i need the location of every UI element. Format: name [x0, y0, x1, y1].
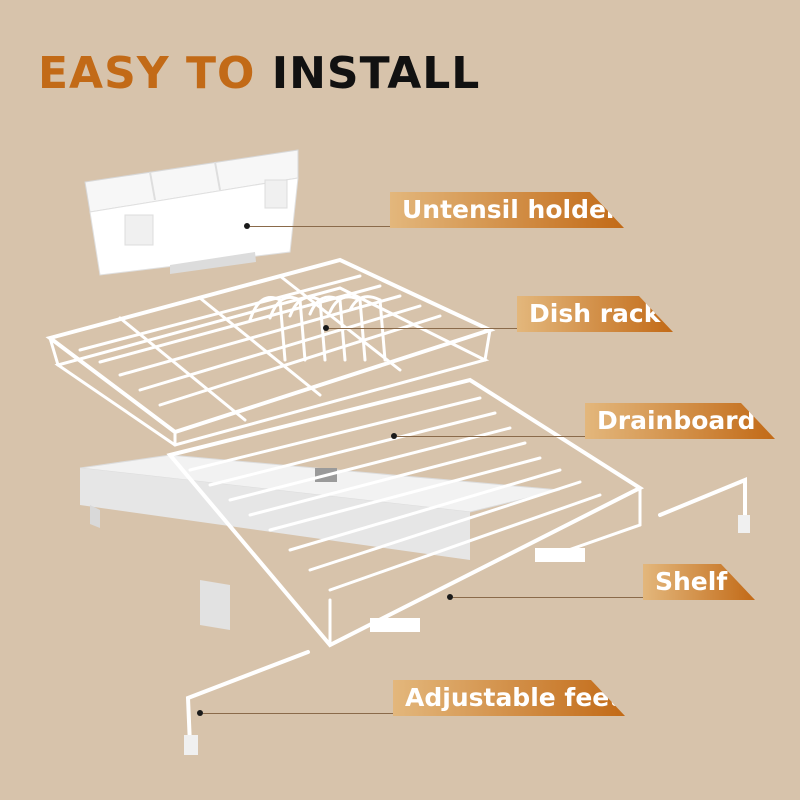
utensil-pointer-dot [244, 223, 250, 229]
title-main: INSTALL [271, 48, 481, 99]
utensil-holder-illustration [84, 149, 299, 276]
page-title: EASY TO INSTALL [38, 52, 480, 96]
dish-rack-pointer-dot [323, 325, 329, 331]
label-adjustable-feet-text: Adjustable feet [405, 683, 622, 712]
shelf-leader-line [453, 597, 643, 598]
label-drainboard: Drainboard [585, 403, 775, 439]
shelf-illustration [166, 377, 645, 648]
label-dish-rack-text: Dish rack [529, 299, 661, 328]
label-adjustable-feet: Adjustable feet [393, 680, 625, 716]
dish-rack-illustration [45, 257, 496, 447]
foot-left-illustration [184, 650, 310, 755]
drainboard-leader-line [397, 436, 585, 437]
label-drainboard-text: Drainboard [597, 406, 756, 435]
foot-right-illustration [658, 477, 750, 533]
label-utensil-holder-text: Untensil holder [402, 195, 619, 224]
utensil-leader-line [250, 226, 390, 227]
label-utensil-holder: Untensil holder [390, 192, 624, 228]
dish-rack-leader-line [329, 328, 517, 329]
feet-leader-line [203, 713, 393, 714]
drainboard-pointer-dot [391, 433, 397, 439]
label-shelf-text: Shelf [655, 567, 728, 596]
shelf-pointer-dot [447, 594, 453, 600]
title-accent: EASY TO [38, 48, 256, 99]
feet-pointer-dot [197, 710, 203, 716]
